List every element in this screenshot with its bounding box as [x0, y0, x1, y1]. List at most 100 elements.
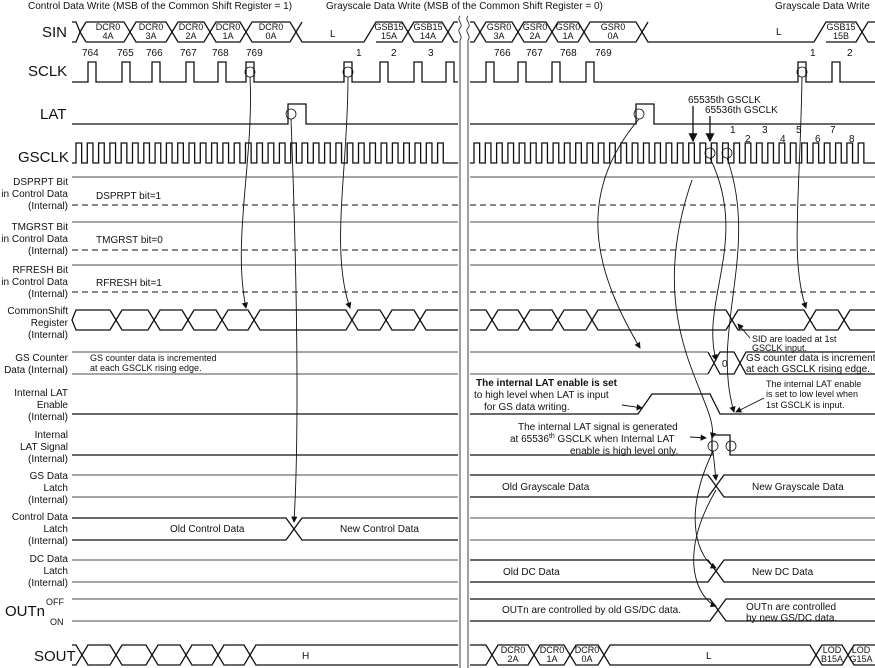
sout-cell-index: 0A	[581, 654, 592, 664]
gs-counter-zero: 0	[722, 359, 728, 370]
sclk-count: 766	[146, 48, 163, 59]
sin-cell-name: GSR0	[556, 22, 581, 32]
gsclk-pulse-train	[470, 142, 875, 164]
sin-low-level-2: L	[776, 27, 782, 38]
gsclk-65535: 65535th GSCLK	[688, 95, 761, 106]
gs-inc-left-2: at each GSCLK rising edge.	[90, 363, 202, 373]
label-sout: SOUT	[34, 648, 76, 665]
note-enable-high-2: to high level when LAT is input	[474, 390, 609, 401]
gsclk-wave	[72, 142, 875, 164]
label-ctrllatch-1: Control Data	[12, 512, 69, 523]
sin-cell-index: 0A	[607, 31, 618, 41]
ilat-signal-wave	[72, 434, 875, 456]
sout-cell-name: DCR0	[501, 645, 526, 655]
note-lat-gen-1: The internal LAT signal is generated	[518, 422, 678, 433]
sin-cell-index: 0A	[265, 31, 276, 41]
label-gslatch-2: Latch	[44, 483, 68, 494]
sin-cell-index: 2A	[529, 31, 540, 41]
sin-low-level: L	[330, 29, 336, 40]
gsclk-count: 4	[780, 134, 786, 145]
control-bit-lines	[72, 176, 875, 293]
note-lat-gen-2: at 65536th GSCLK when Internal LAT	[510, 433, 675, 445]
tmgrst-value: TMGRST bit=0	[96, 235, 163, 246]
label-sin: SIN	[42, 24, 67, 41]
label-rfresh-1: RFRESH Bit	[12, 265, 68, 276]
label-rfresh-2: in Control Data	[1, 277, 68, 288]
sclk-count: 765	[117, 48, 134, 59]
ilat-enable-wave	[72, 393, 875, 415]
sin-cell-name: DCR0	[216, 22, 241, 32]
ctrl-latch-bus	[72, 517, 875, 541]
sout-cell-name: LOD	[852, 645, 871, 655]
causality-arrows	[240, 76, 808, 608]
label-outn: OUTn	[5, 603, 45, 620]
outn-new-note-2: by new GS/DC data.	[746, 613, 837, 624]
sin-cell-name: GSR0	[601, 22, 626, 32]
label-ctrllatch-2: Latch	[44, 524, 68, 535]
label-off: OFF	[46, 597, 64, 607]
new-grayscale-data: New Grayscale Data	[752, 482, 844, 493]
sin-cell-index: 1A	[222, 31, 233, 41]
label-ilat-sig-3: (Internal)	[28, 454, 68, 465]
sin-cell-name: DCR0	[179, 22, 204, 32]
sclk-count: 3	[428, 48, 434, 59]
time-break	[458, 14, 470, 668]
sin-cell-name: DCR0	[259, 22, 284, 32]
sout-high-level: H	[302, 651, 309, 662]
label-dclatch-2: Latch	[44, 566, 68, 577]
gs-inc-right-1: GS counter data is incremented	[746, 353, 875, 364]
sout-cell-name: DCR0	[540, 645, 565, 655]
dc-latch-bus	[72, 559, 875, 583]
label-dsprpt-3: (Internal)	[28, 201, 68, 212]
old-dc-data: Old DC Data	[503, 567, 560, 578]
note-enable-low-1: The internal LAT enable	[766, 379, 861, 389]
outn-bus	[72, 598, 875, 622]
gsclk-count: 5	[796, 125, 802, 136]
gs-counter-bus	[72, 351, 875, 375]
sclk-count: 2	[391, 48, 397, 59]
gsclk-count: 3	[762, 125, 768, 136]
note-sid-loaded-2: GSCLK input.	[752, 343, 807, 353]
sin-cell-name: DCR0	[96, 22, 121, 32]
note-enable-high-1: The internal LAT enable is set	[476, 378, 618, 389]
sin-cell-name: GSB15	[413, 22, 442, 32]
label-gslatch-3: (Internal)	[28, 495, 68, 506]
label-csr-1: CommonShift	[7, 306, 68, 317]
gs-inc-right-2: at each GSCLK rising edge.	[746, 364, 870, 375]
label-ilat-en-3: (Internal)	[28, 412, 68, 423]
label-tmgrst-1: TMGRST Bit	[12, 222, 69, 233]
sclk-count: 768	[212, 48, 229, 59]
dsprpt-value: DSPRPT bit=1	[96, 191, 162, 202]
sclk-count: 767	[526, 48, 543, 59]
sin-cell-index: 14A	[420, 31, 436, 41]
label-ilat-sig-1: Internal	[35, 430, 68, 441]
sclk-count: 766	[494, 48, 511, 59]
sin-cell-index: 3A	[493, 31, 504, 41]
sout-cell-index: B15A	[821, 654, 843, 664]
label-dsprpt-1: DSPRPT Bit	[13, 177, 68, 188]
sin-cell-name: GSB15	[374, 22, 403, 32]
gs-write-title: Grayscale Data Write (MSB of the Common …	[326, 1, 603, 12]
label-sclk: SCLK	[28, 63, 67, 80]
sclk-count: 1	[810, 48, 816, 59]
label-csr-3: (Internal)	[28, 330, 68, 341]
outn-old-note: OUTn are controlled by old GS/DC data.	[502, 605, 681, 616]
note-enable-high-3: for GS data writing.	[484, 402, 570, 413]
sclk-count: 769	[246, 48, 263, 59]
note-lat-gen-2c: GSCLK when Internal LAT	[555, 434, 675, 445]
csr-bus	[71, 309, 875, 331]
lat-wave	[72, 103, 875, 125]
label-gscnt-2: Data (Internal)	[4, 365, 68, 376]
note-lat-gen-3: enable is high level only.	[570, 446, 678, 457]
label-tmgrst-2: in Control Data	[1, 234, 68, 245]
sin-bus	[72, 21, 875, 43]
sclk-wave	[72, 61, 875, 83]
label-ctrllatch-3: (Internal)	[28, 536, 68, 547]
label-gslatch-1: GS Data	[30, 471, 69, 482]
label-lat: LAT	[40, 106, 66, 123]
sin-cell-name: GSR0	[523, 22, 548, 32]
new-dc-data: New DC Data	[752, 567, 814, 578]
label-ilat-en-2: Enable	[37, 400, 69, 411]
